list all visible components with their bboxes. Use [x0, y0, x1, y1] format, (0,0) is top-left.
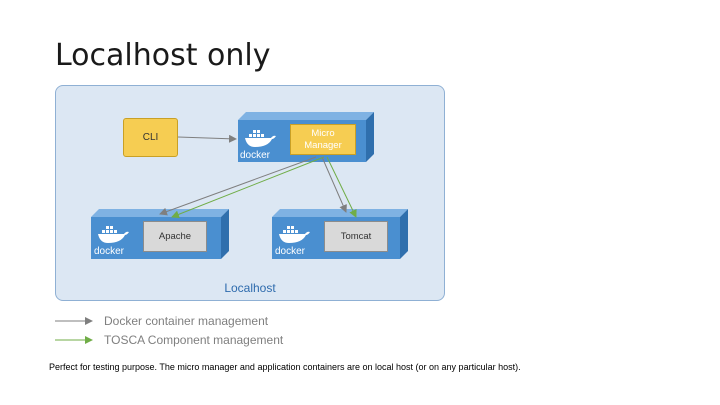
legend-tosca-text: TOSCA Component management	[104, 333, 284, 347]
apache-box: Apache	[143, 221, 207, 252]
docker-wordmark: docker	[240, 150, 271, 161]
localhost-label: Localhost	[224, 281, 276, 295]
slide-title: Localhost only	[55, 38, 271, 73]
micro-manager-box: Micro Manager	[290, 124, 356, 155]
apache-label: Apache	[158, 231, 192, 242]
docker-arrow-apache	[159, 156, 317, 216]
tomcat-box: Tomcat	[324, 221, 388, 252]
tosca-arrow-apache	[171, 156, 325, 219]
tosca-arrow-tomcat	[326, 156, 357, 218]
docker-arrow-tomcat	[321, 156, 347, 213]
docker-whale-icon	[98, 226, 129, 243]
docker-wordmark: docker	[94, 246, 125, 257]
cli-box: CLI	[123, 118, 178, 157]
footer-note: Perfect for testing purpose. The micro m…	[49, 362, 521, 372]
cli-label: CLI	[142, 132, 159, 143]
cli-to-manager-arrow	[177, 134, 237, 143]
legend-docker-text: Docker container management	[104, 314, 269, 328]
docker-whale-icon	[279, 226, 310, 243]
docker-whale-icon	[245, 130, 276, 147]
docker-wordmark: docker	[275, 246, 306, 257]
micro-manager-label-line1: Micro	[311, 127, 335, 139]
tomcat-label: Tomcat	[340, 231, 372, 242]
micro-manager-label-line2: Manager	[304, 139, 342, 151]
